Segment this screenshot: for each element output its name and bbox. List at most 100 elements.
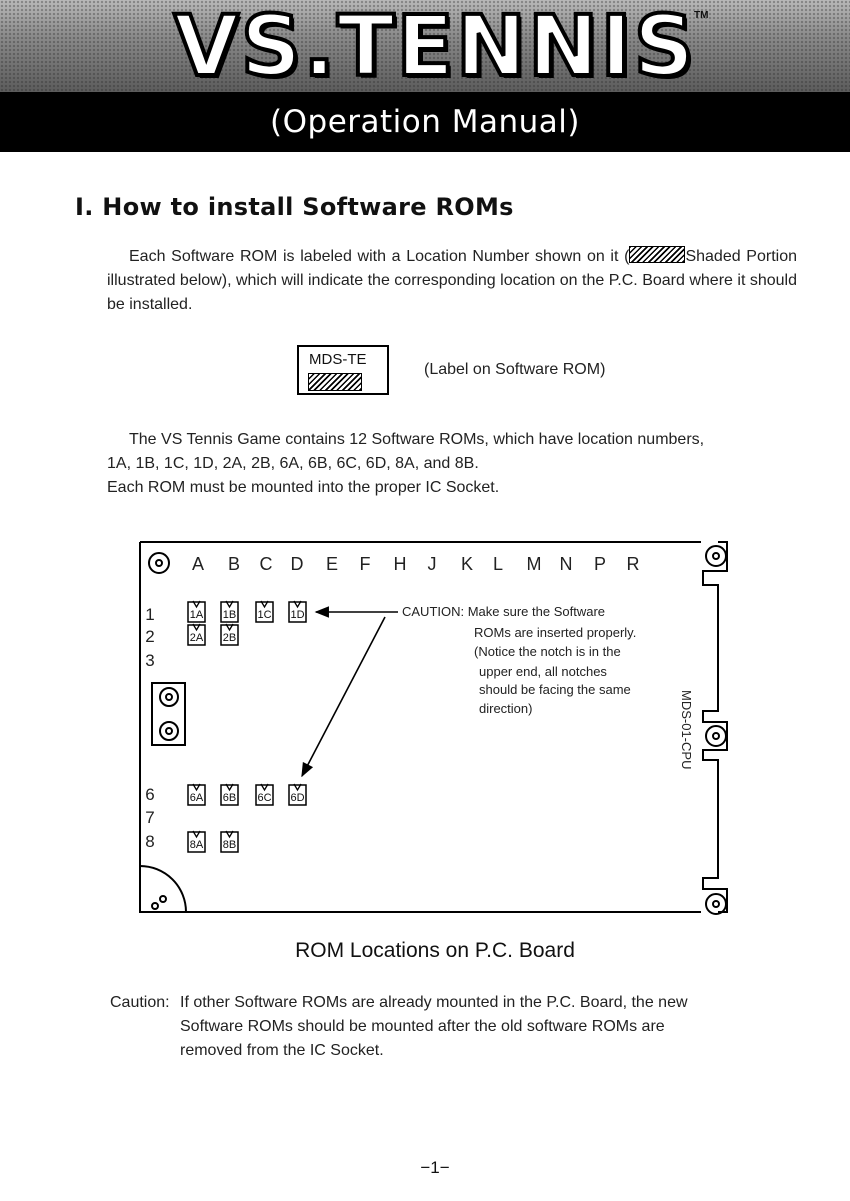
install-paragraph: Each Software ROM is labeled with a Loca… <box>107 245 797 317</box>
mount-hole-icon <box>155 559 163 567</box>
board-caption: ROM Locations on P.C. Board <box>295 939 575 962</box>
rom-socket-label: 2B <box>223 632 236 644</box>
column-label: D <box>291 554 304 574</box>
rom-socket-label: 8B <box>223 839 236 851</box>
board-caution-line: (Notice the notch is in the <box>474 644 621 659</box>
column-label: K <box>461 554 473 574</box>
row-label: 8 <box>145 832 154 851</box>
corner-hole-icon <box>151 902 159 910</box>
row-label: 1 <box>145 605 154 624</box>
column-label: R <box>627 554 640 574</box>
manual-subtitle: (Operation Manual) <box>270 104 580 140</box>
rom-socket-1d: 1D <box>288 600 307 623</box>
column-label: H <box>394 554 407 574</box>
board-caution-line: ROMs are inserted properly. <box>474 625 636 640</box>
rom-socket-label: 1C <box>257 609 271 621</box>
column-label: C <box>260 554 273 574</box>
rom-socket-6a: 6A <box>187 783 206 806</box>
rom-label-illustration: MDS-TE <box>297 345 389 395</box>
column-label: E <box>326 554 338 574</box>
mount-hole-icon <box>159 687 179 707</box>
caution-line-3: removed from the IC Socket. <box>180 1042 384 1059</box>
manual-subtitle-band: (Operation Manual) <box>0 92 850 152</box>
notch-icon <box>225 600 234 609</box>
board-caution-line: CAUTION: Make sure the Software <box>402 604 605 619</box>
shaded-portion-icon <box>629 246 686 263</box>
column-label: F <box>360 554 371 574</box>
mount-hole-icon <box>705 893 727 915</box>
row-label: 3 <box>145 651 154 670</box>
board-outline <box>139 541 728 913</box>
rom-socket-6b: 6B <box>220 783 239 806</box>
connector-block <box>151 682 186 746</box>
rom-socket-label: 1D <box>290 609 304 621</box>
install-paragraph-end: Shaded Portion illustrated below), which… <box>107 248 797 313</box>
mount-hole-icon <box>705 725 727 747</box>
trademark-mark: TM <box>694 10 709 21</box>
rom-socket-6c: 6C <box>255 783 274 806</box>
section-title: Ⅰ. How to install Software ROMs <box>75 193 514 221</box>
page-number: −1− <box>420 1158 450 1177</box>
caution-line-1: If other Software ROMs are already mount… <box>180 994 688 1011</box>
mount-hole-icon <box>705 545 727 567</box>
board-id-label: MDS-01-CPU <box>679 690 694 769</box>
column-label: B <box>228 554 240 574</box>
column-label: M <box>527 554 542 574</box>
caution-body: If other Software ROMs are already mount… <box>180 991 755 1063</box>
rom-count-line-3: Each ROM must be mounted into the proper… <box>107 479 500 496</box>
rom-socket-2b: 2B <box>220 623 239 646</box>
rom-socket-8b: 8B <box>220 830 239 853</box>
rom-socket-label: 8A <box>190 839 204 851</box>
mount-hole-icon <box>712 732 720 740</box>
install-paragraph-start: Each Software ROM is labeled with a Loca… <box>129 248 630 265</box>
mount-hole-icon <box>712 900 720 908</box>
row-label: 2 <box>145 627 154 646</box>
notch-icon <box>192 830 201 839</box>
notch-icon <box>225 623 234 632</box>
corner-hole-icon <box>159 895 167 903</box>
notch-icon <box>225 830 234 839</box>
notch-icon <box>192 623 201 632</box>
mount-hole-icon <box>159 721 179 741</box>
notch-icon <box>192 783 201 792</box>
rom-count-line-1: The VS Tennis Game contains 12 Software … <box>129 431 705 448</box>
corner-arc <box>139 865 187 913</box>
mount-hole-icon <box>165 727 173 735</box>
rom-socket-label: 6C <box>257 792 271 804</box>
board-caution-line: should be facing the same <box>479 682 631 697</box>
rom-label-caption: (Label on Software ROM) <box>424 361 606 378</box>
column-label: A <box>192 554 204 574</box>
column-label: P <box>594 554 606 574</box>
rom-count-paragraph: The VS Tennis Game contains 12 Software … <box>107 428 807 500</box>
notch-icon <box>260 783 269 792</box>
row-label: 7 <box>145 808 154 827</box>
rom-socket-1b: 1B <box>220 600 239 623</box>
callout-arrow <box>301 616 386 778</box>
row-label: 6 <box>145 785 154 804</box>
rom-socket-1a: 1A <box>187 600 206 623</box>
rom-socket-8a: 8A <box>187 830 206 853</box>
board-caution-line: upper end, all notches <box>479 664 607 679</box>
notch-icon <box>260 600 269 609</box>
rom-socket-label: 1B <box>223 609 236 621</box>
caution-lead: Caution: <box>110 994 170 1011</box>
column-label: L <box>493 554 503 574</box>
label-shaded-icon <box>308 373 362 391</box>
caution-line-2: Software ROMs should be mounted after th… <box>180 1018 665 1035</box>
rom-socket-6d: 6D <box>288 783 307 806</box>
rom-socket-2a: 2A <box>187 623 206 646</box>
mount-hole-icon <box>712 552 720 560</box>
notch-icon <box>293 600 302 609</box>
vs-tennis-logo: VS.TENNIS <box>172 0 697 92</box>
notch-icon <box>225 783 234 792</box>
header-logo-band: VS.TENNIS TM <box>0 0 850 92</box>
mount-hole-icon <box>165 693 173 701</box>
rom-count-line-2: 1A, 1B, 1C, 1D, 2A, 2B, 6A, 6B, 6C, 6D, … <box>107 455 479 472</box>
rom-socket-1c: 1C <box>255 600 274 623</box>
notch-icon <box>293 783 302 792</box>
notch-icon <box>192 600 201 609</box>
column-label: J <box>428 554 437 574</box>
board-caution-line: direction) <box>479 701 532 716</box>
mount-hole-icon <box>148 552 170 574</box>
